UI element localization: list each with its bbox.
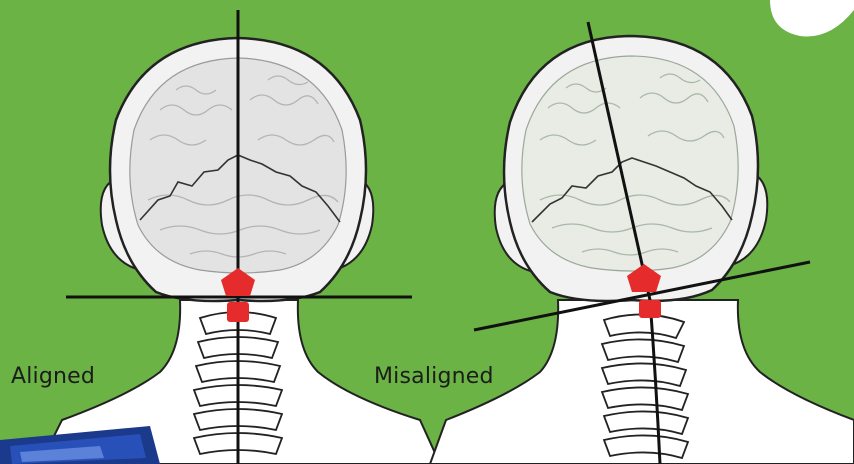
aligned-label: Aligned [11, 364, 95, 389]
misaligned-axis-marker [639, 300, 661, 318]
misaligned-brain [522, 56, 738, 271]
misaligned-label: Misaligned [374, 364, 494, 389]
aligned-axis-marker [227, 302, 249, 322]
